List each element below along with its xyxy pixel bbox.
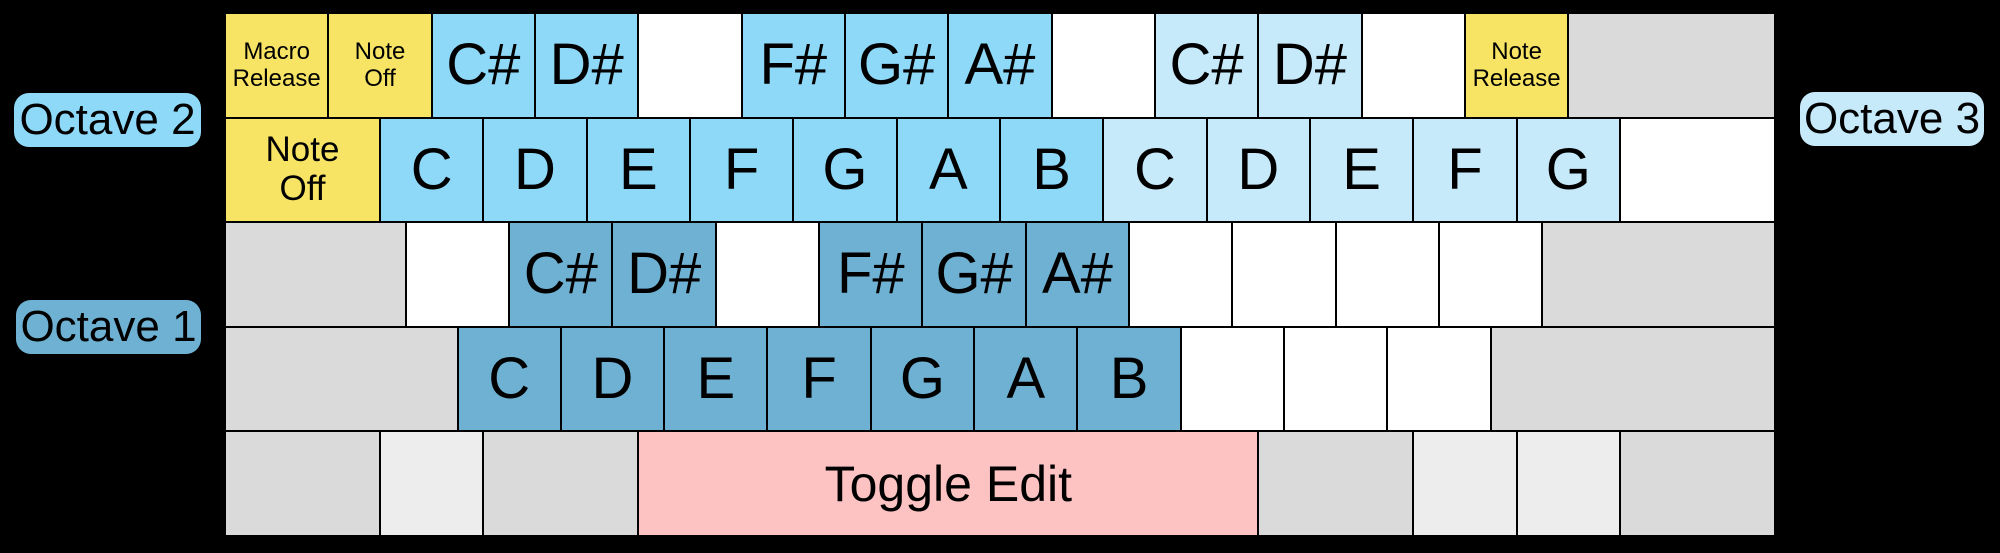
key-octave3-f: F — [1413, 117, 1517, 223]
key-octave1-g: G — [870, 326, 975, 432]
key-blank — [1129, 222, 1233, 327]
key-octave1-a-sharp: A# — [1025, 222, 1130, 327]
key-octave2-f-sharp: F# — [741, 13, 845, 118]
key-blank — [1439, 222, 1543, 327]
key-modifier — [1542, 222, 1775, 327]
key-octave2-c: C — [380, 117, 484, 223]
key-note-off: Note Off — [225, 117, 380, 223]
key-modifier-light — [1516, 431, 1620, 536]
key-modifier — [225, 222, 406, 327]
key-blank — [1051, 13, 1155, 118]
key-note-off: Note Off — [328, 13, 432, 118]
key-blank — [1232, 222, 1336, 327]
key-octave2-f: F — [689, 117, 794, 223]
key-octave1-c: C — [457, 326, 561, 432]
key-octave2-g-sharp: G# — [844, 13, 949, 118]
key-octave2-a-sharp: A# — [948, 13, 1052, 118]
key-macro-release: Macro Release — [225, 13, 329, 118]
key-octave3-c-sharp: C# — [1154, 13, 1259, 118]
octave-2-label: Octave 2 — [14, 93, 201, 147]
key-octave3-d-sharp: D# — [1258, 13, 1362, 118]
key-modifier — [1258, 431, 1414, 536]
key-octave1-f: F — [767, 326, 871, 432]
keyboard-row: C#D# F#G#A# — [225, 222, 1775, 327]
octave-3-label: Octave 3 — [1800, 92, 1984, 146]
key-octave1-e: E — [664, 326, 768, 432]
key-blank — [1619, 117, 1775, 223]
key-octave1-d-sharp: D# — [612, 222, 716, 327]
key-modifier — [1568, 13, 1775, 118]
key-modifier — [225, 431, 380, 536]
key-modifier — [1490, 326, 1775, 432]
key-octave1-a: A — [974, 326, 1078, 432]
octave-1-label: Octave 1 — [16, 300, 201, 354]
keyboard-row: Toggle Edit — [225, 431, 1775, 536]
key-blank — [1387, 326, 1491, 432]
key-modifier — [483, 431, 639, 536]
key-octave1-f-sharp: F# — [819, 222, 923, 327]
key-octave2-b: B — [999, 117, 1104, 223]
key-modifier — [225, 326, 458, 432]
key-blank — [1180, 326, 1285, 432]
key-blank — [715, 222, 820, 327]
key-octave3-c: C — [1103, 117, 1207, 223]
key-octave3-g: G — [1516, 117, 1620, 223]
key-octave1-g-sharp: G# — [922, 222, 1026, 327]
key-octave2-a: A — [896, 117, 1000, 223]
key-blank — [1361, 13, 1465, 118]
key-octave1-b: B — [1077, 326, 1181, 432]
key-octave2-d: D — [483, 117, 587, 223]
key-modifier — [1619, 431, 1775, 536]
key-octave3-e: E — [1309, 117, 1414, 223]
key-blank — [1284, 326, 1388, 432]
key-octave1-d: D — [560, 326, 665, 432]
key-octave1-c-sharp: C# — [509, 222, 613, 327]
key-octave2-e: E — [586, 117, 690, 223]
key-octave2-g: G — [793, 117, 897, 223]
key-modifier-light — [1413, 431, 1517, 536]
key-blank — [405, 222, 510, 327]
key-octave2-d-sharp: D# — [534, 13, 639, 118]
key-toggle-edit: Toggle Edit — [638, 431, 1259, 536]
key-blank — [638, 13, 742, 118]
key-blank — [1335, 222, 1440, 327]
key-octave3-d: D — [1206, 117, 1310, 223]
key-modifier-light — [380, 431, 484, 536]
key-octave2-c-sharp: C# — [431, 13, 535, 118]
key-note-release: Note Release — [1464, 13, 1569, 118]
